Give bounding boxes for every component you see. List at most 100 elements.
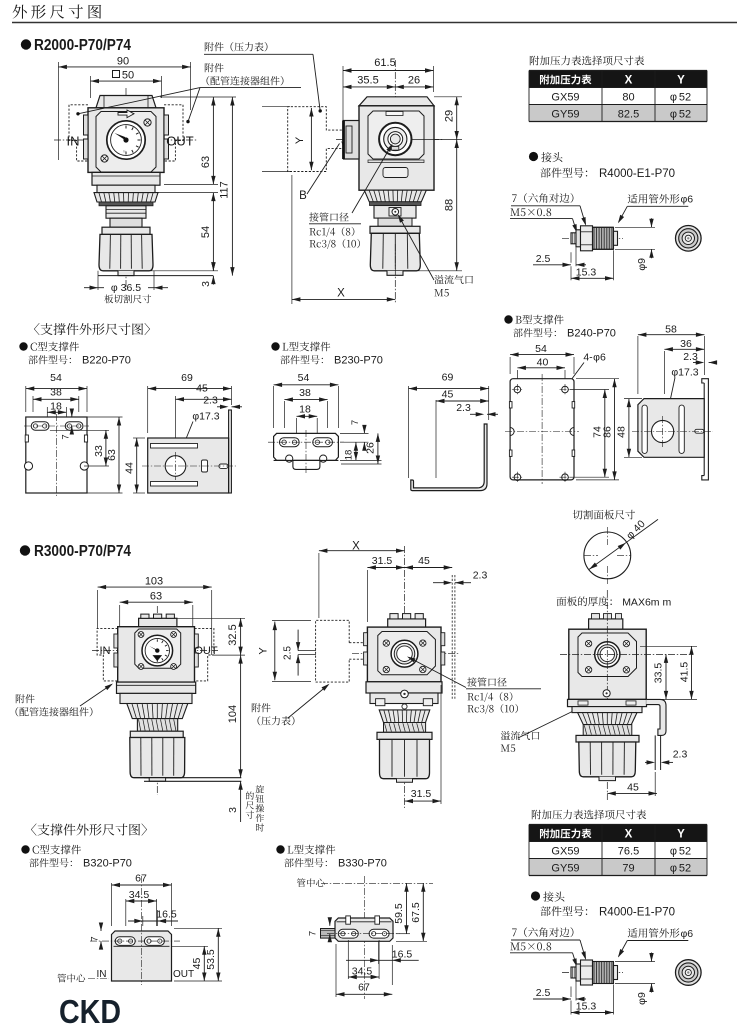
svg-text:45: 45 — [191, 958, 203, 970]
svg-text:88: 88 — [444, 199, 456, 211]
svg-text:Y: Y — [294, 136, 306, 144]
svg-text:80: 80 — [622, 92, 634, 104]
svg-text:φ: φ — [670, 109, 677, 121]
svg-text:3: 3 — [200, 281, 212, 287]
svg-text:63: 63 — [150, 591, 162, 603]
svg-text:33.5: 33.5 — [653, 663, 665, 684]
svg-text:2.3: 2.3 — [673, 749, 688, 761]
svg-text:52: 52 — [679, 863, 691, 875]
svg-text:IN: IN — [100, 645, 111, 657]
svg-text:52: 52 — [679, 846, 691, 858]
svg-text:38: 38 — [299, 387, 311, 399]
svg-text:φ17.3: φ17.3 — [192, 411, 219, 423]
svg-text:54: 54 — [298, 372, 310, 384]
svg-text:B330-P70: B330-P70 — [338, 858, 387, 870]
svg-text:61.5: 61.5 — [374, 57, 395, 69]
svg-text:34.5: 34.5 — [129, 889, 150, 901]
svg-text:B: B — [299, 190, 307, 202]
svg-text:OUT: OUT — [194, 645, 218, 657]
svg-text:29: 29 — [444, 110, 456, 122]
svg-text:54: 54 — [535, 343, 547, 355]
svg-text:φ: φ — [670, 92, 677, 104]
svg-text:48: 48 — [616, 426, 628, 438]
svg-text:7: 7 — [308, 931, 319, 936]
svg-text:103: 103 — [145, 576, 163, 588]
svg-text:3: 3 — [227, 807, 239, 813]
svg-text:MAX6m m: MAX6m m — [622, 596, 671, 608]
svg-text:X: X — [337, 288, 345, 300]
svg-text:18: 18 — [344, 450, 355, 461]
svg-text:CKD: CKD — [59, 993, 121, 1030]
svg-text:B320-P70: B320-P70 — [83, 858, 132, 870]
svg-text:φ6: φ6 — [593, 352, 606, 364]
svg-text:36: 36 — [680, 338, 692, 350]
svg-text:86: 86 — [601, 426, 613, 438]
svg-text:54: 54 — [200, 226, 212, 238]
svg-text:52: 52 — [679, 109, 691, 121]
svg-text:φ6: φ6 — [681, 928, 694, 940]
svg-text:26: 26 — [365, 442, 377, 454]
svg-text:45: 45 — [196, 382, 208, 394]
svg-text:45: 45 — [442, 388, 454, 400]
svg-text:Y: Y — [677, 829, 685, 841]
svg-text:18: 18 — [299, 404, 311, 416]
svg-text:φ 36.5: φ 36.5 — [111, 282, 141, 294]
svg-text:φ6: φ6 — [681, 194, 694, 206]
svg-text:IN: IN — [67, 134, 80, 149]
svg-text:2.5: 2.5 — [283, 646, 294, 660]
svg-text:50: 50 — [122, 70, 134, 82]
svg-text:2.5: 2.5 — [536, 987, 551, 999]
svg-text:31.5: 31.5 — [411, 788, 432, 800]
svg-text:76.5: 76.5 — [618, 846, 639, 858]
svg-text:45: 45 — [418, 555, 430, 567]
svg-text:Y: Y — [677, 75, 685, 87]
svg-text:2.3: 2.3 — [473, 570, 488, 582]
svg-text:82.5: 82.5 — [618, 109, 639, 121]
svg-text:GX59: GX59 — [551, 92, 579, 104]
svg-text:32.5: 32.5 — [227, 624, 239, 645]
svg-text:4-: 4- — [583, 352, 593, 364]
svg-text:GX59: GX59 — [551, 846, 579, 858]
svg-text:7: 7 — [61, 434, 72, 439]
svg-text:B220-P70: B220-P70 — [82, 355, 131, 367]
svg-text:33: 33 — [93, 445, 105, 457]
svg-text:7: 7 — [350, 420, 361, 425]
svg-text:38: 38 — [50, 387, 62, 399]
svg-text:26: 26 — [408, 75, 420, 87]
svg-text:R2000-P70/P74: R2000-P70/P74 — [34, 37, 131, 54]
svg-text:40: 40 — [537, 356, 549, 368]
svg-text:φ9: φ9 — [636, 258, 648, 271]
svg-text:φ9: φ9 — [636, 992, 648, 1005]
svg-text:IN: IN — [97, 969, 107, 980]
svg-text:35.5: 35.5 — [357, 75, 378, 87]
svg-text:GY59: GY59 — [551, 109, 579, 121]
svg-text:16.5: 16.5 — [156, 909, 177, 921]
svg-text:OUT: OUT — [173, 969, 194, 980]
svg-text:67: 67 — [135, 873, 147, 885]
svg-text:2.3: 2.3 — [683, 351, 698, 363]
svg-text:2.5: 2.5 — [536, 253, 551, 265]
svg-text:41.5: 41.5 — [679, 662, 691, 683]
svg-text:54: 54 — [50, 372, 62, 384]
svg-text:2.3: 2.3 — [456, 402, 471, 414]
svg-text:R4000-E1-P70: R4000-E1-P70 — [599, 168, 675, 180]
svg-text:B240-P70: B240-P70 — [567, 328, 616, 340]
svg-text:B230-P70: B230-P70 — [334, 355, 383, 367]
svg-text:74: 74 — [592, 426, 604, 438]
svg-text:58: 58 — [665, 324, 677, 336]
svg-text:67.5: 67.5 — [410, 902, 422, 923]
svg-text:φ: φ — [670, 863, 677, 875]
svg-text:69: 69 — [181, 372, 193, 384]
svg-text:63: 63 — [200, 156, 212, 168]
svg-text:2.3: 2.3 — [203, 395, 218, 407]
svg-text:90: 90 — [117, 56, 129, 68]
svg-text:X: X — [625, 829, 633, 841]
svg-text:18: 18 — [50, 401, 62, 413]
svg-text:31.5: 31.5 — [372, 555, 393, 567]
svg-text:16.5: 16.5 — [392, 949, 413, 961]
svg-text:OUT: OUT — [166, 134, 194, 149]
svg-text:34.5: 34.5 — [352, 966, 373, 978]
svg-text:104: 104 — [227, 705, 239, 723]
svg-text:67: 67 — [358, 982, 370, 994]
svg-text:69: 69 — [442, 372, 454, 384]
